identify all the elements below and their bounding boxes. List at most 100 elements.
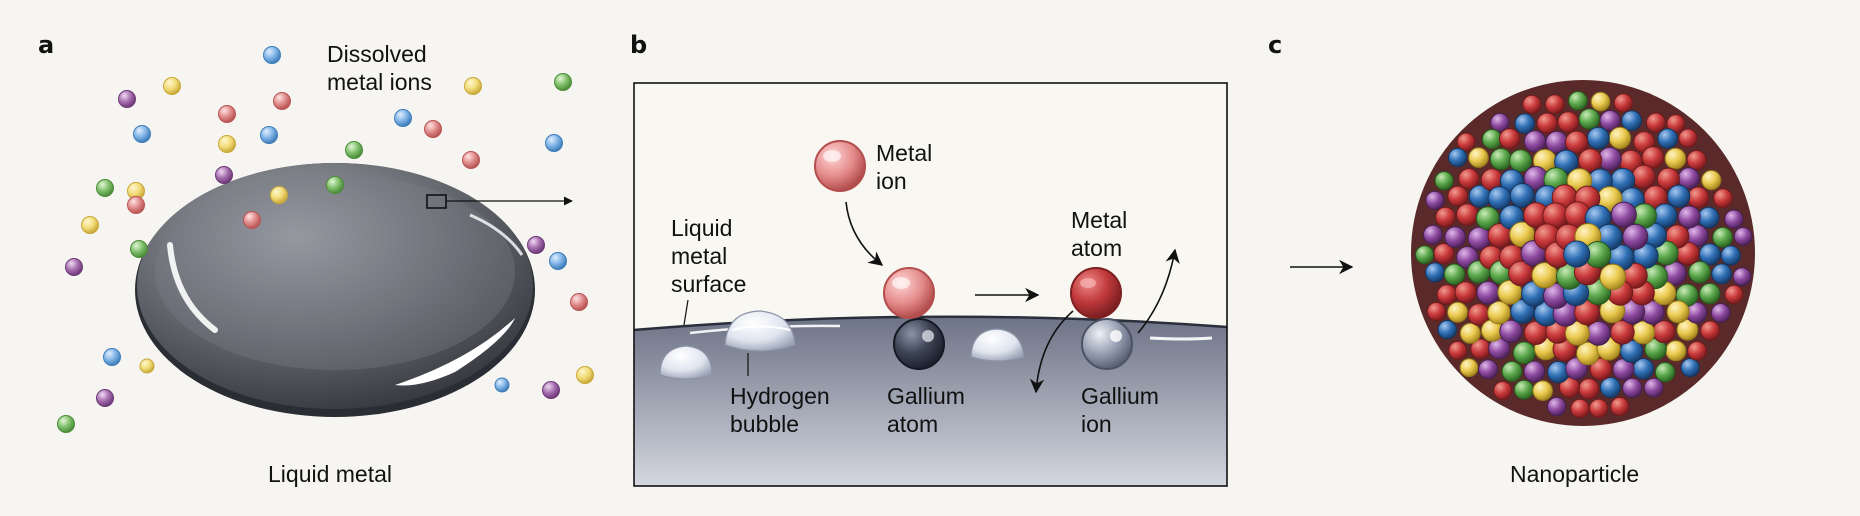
nanoparticle-atom: [1641, 146, 1665, 169]
ion-sphere: [576, 366, 594, 384]
droplet-highlight-top: [469, 213, 524, 256]
nanoparticle-atom: [1621, 110, 1642, 132]
nanoparticle-atom: [1724, 284, 1744, 304]
nanoparticle-atom: [1665, 340, 1687, 362]
nanoparticle-atom: [1599, 263, 1626, 291]
nanoparticle-atom: [1610, 396, 1630, 417]
nanoparticle-atom: [1444, 226, 1467, 249]
gallium-ion-label-line2: ion: [1081, 411, 1112, 437]
nanoparticle-atom: [1468, 147, 1489, 168]
nanoparticle-atom: [1710, 303, 1731, 323]
nanoparticle-atom: [1493, 381, 1513, 400]
nanoparticle-atom: [1447, 301, 1469, 323]
ion-sphere: [57, 415, 75, 433]
ion-sphere: [345, 141, 363, 159]
nanoparticle-atom: [1599, 110, 1621, 132]
nanoparticle-atom: [1564, 320, 1590, 346]
nanoparticle-atom: [1512, 341, 1536, 365]
liquid-surface-label-line2: metal: [671, 243, 727, 269]
gallium-atom-sphere: [893, 318, 945, 370]
hydrogen-bubble: [659, 345, 713, 380]
liquid-surface-label-line3: surface: [671, 271, 746, 297]
nanoparticle-atom: [1724, 209, 1744, 229]
hydrogen-bubble: [970, 328, 1025, 362]
nanoparticle-atom: [1578, 148, 1603, 173]
nanoparticle-atom: [1666, 300, 1690, 324]
panel-a: a: [38, 31, 594, 487]
nanoparticle-atom: [1489, 148, 1513, 171]
ion-sphere: [464, 77, 482, 95]
nanoparticle-atom: [1667, 184, 1691, 208]
ion-sphere: [270, 186, 288, 204]
nanoparticle-atom: [1570, 398, 1590, 419]
metal-atom-label-line2: atom: [1071, 235, 1122, 261]
nanoparticle-atom: [1426, 301, 1447, 322]
nanoparticle-atom: [1733, 226, 1753, 246]
nanoparticle-atom: [1499, 319, 1523, 343]
sphere-highlight: [922, 330, 934, 342]
ion-sphere: [570, 293, 588, 311]
sphere-highlight: [1110, 330, 1122, 342]
nanoparticle-atom: [1459, 322, 1481, 344]
panel-b-letter: b: [630, 31, 647, 59]
nanoparticle-atom: [1622, 377, 1643, 399]
nanoparticle-atom: [1456, 203, 1479, 226]
arrow-icon: [1137, 248, 1180, 334]
nanoparticle-atom: [1435, 206, 1456, 228]
surface-highlight: [1149, 336, 1213, 341]
ion-sphere: [243, 211, 261, 229]
nanoparticle-atom: [1578, 108, 1601, 130]
nanoparticle-atom: [1645, 112, 1666, 133]
nanoparticle-atom: [1423, 224, 1443, 245]
nanoparticle-atom: [1631, 164, 1656, 189]
nanoparticle-atom: [1536, 112, 1558, 134]
panel-c-letter: c: [1268, 31, 1282, 59]
nanoparticle-atom: [1565, 130, 1589, 154]
hydrogen-bubble: [724, 310, 796, 352]
nanoparticle-atom: [1599, 377, 1621, 398]
nanoparticle-atom: [1608, 126, 1632, 150]
ion-sphere: [96, 179, 114, 197]
nanoparticle-atom: [1686, 150, 1707, 171]
nanoparticle-atom: [1688, 260, 1711, 284]
nanoparticle-atom: [1499, 128, 1521, 150]
droplet-sheen: [155, 174, 515, 370]
ion-sphere: [215, 166, 233, 184]
nanoparticle-atom: [1578, 378, 1600, 400]
sphere-highlight: [823, 150, 841, 162]
nanoparticle-atom: [1712, 226, 1733, 248]
nanoparticle-atom: [1697, 206, 1720, 229]
bubble-highlight: [731, 325, 791, 331]
nanoparticle-atom: [1711, 263, 1733, 285]
nanoparticle-atom: [1514, 113, 1536, 134]
nanoparticle-atom: [1415, 245, 1435, 265]
gallium-ion-sphere: [1081, 318, 1133, 370]
nanoparticle-atom: [1481, 129, 1503, 150]
nanoparticle-atom: [1425, 262, 1445, 283]
nanoparticle-atom: [1700, 320, 1721, 341]
nanoparticle-atom: [1713, 188, 1733, 209]
metal-atom-label-line1: Metal: [1071, 207, 1127, 233]
nanoparticle-atom: [1676, 318, 1699, 341]
ion-sphere: [273, 92, 291, 110]
surface-line: [633, 315, 1228, 332]
ion-sphere: [527, 236, 545, 254]
nanoparticle-atom: [1532, 380, 1553, 402]
nanoparticle: [1415, 91, 1753, 419]
nanoparticle-atom: [1509, 183, 1535, 208]
gallium-ion-label-line1: Gallium: [1081, 383, 1159, 409]
ion-sphere: [81, 216, 99, 234]
nanoparticle-atom: [1443, 263, 1466, 286]
nanoparticle-atom: [1437, 320, 1458, 340]
nanoparticle-atom: [1701, 170, 1722, 191]
nanoparticle-atom: [1547, 396, 1567, 417]
ion-sphere: [554, 73, 572, 91]
nanoparticle-atom: [1568, 91, 1588, 111]
nanoparticle-atom: [1490, 112, 1510, 133]
ion-sphere: [263, 46, 281, 64]
ion-sphere: [65, 258, 83, 276]
nanoparticle-atom: [1434, 171, 1454, 191]
nanoparticle-atom: [1657, 128, 1678, 149]
ion-sphere: [394, 109, 412, 127]
nanoparticle-atom: [1523, 130, 1547, 153]
